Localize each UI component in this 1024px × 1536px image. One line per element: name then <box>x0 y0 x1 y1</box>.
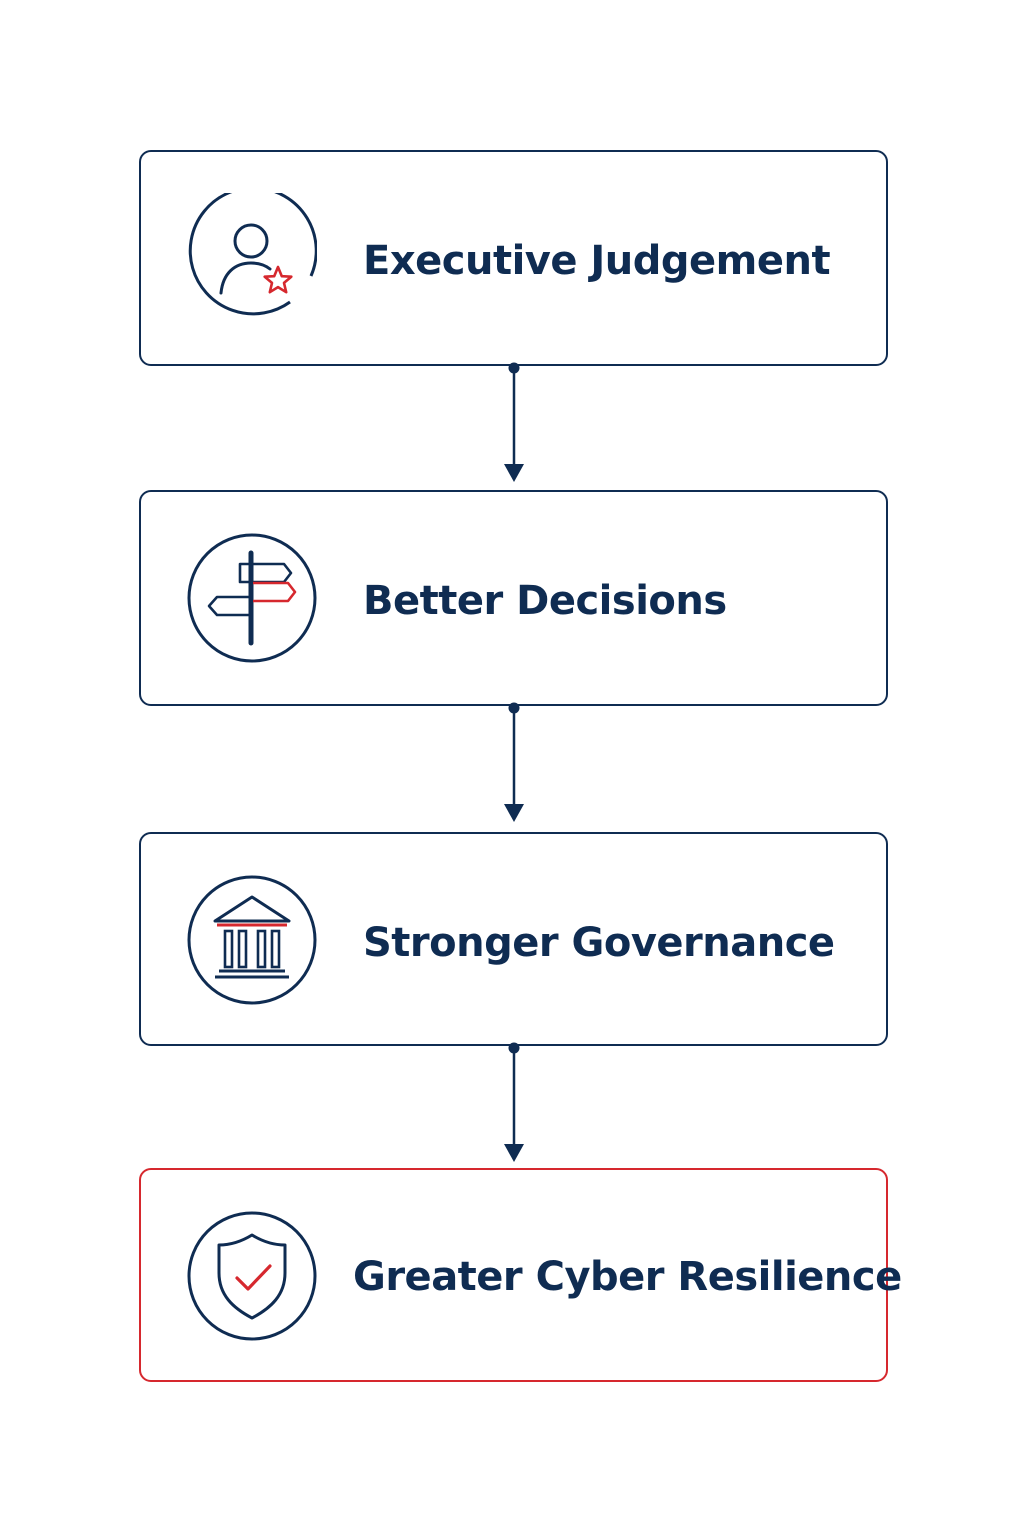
step-box-stronger-governance: Stronger Governance <box>139 832 888 1046</box>
shield-check-icon <box>187 1211 317 1341</box>
flow-arrow-1 <box>503 362 525 484</box>
signpost-icon <box>187 533 317 663</box>
flow-arrow-3 <box>503 1042 525 1164</box>
step-box-executive-judgement: Executive Judgement <box>139 150 888 366</box>
step-box-greater-cyber-resilience: Greater Cyber Resilience <box>139 1168 902 1382</box>
step-box-better-decisions: Better Decisions <box>139 490 888 706</box>
institution-building-icon <box>187 875 317 1005</box>
step-label-greater-cyber-resilience: Greater Cyber Resilience <box>353 1254 902 1300</box>
step-label-better-decisions: Better Decisions <box>363 578 727 624</box>
step-label-stronger-governance: Stronger Governance <box>363 920 835 966</box>
person-star-icon <box>187 193 317 323</box>
flow-arrow-2 <box>503 702 525 824</box>
step-label-executive-judgement: Executive Judgement <box>363 238 831 284</box>
